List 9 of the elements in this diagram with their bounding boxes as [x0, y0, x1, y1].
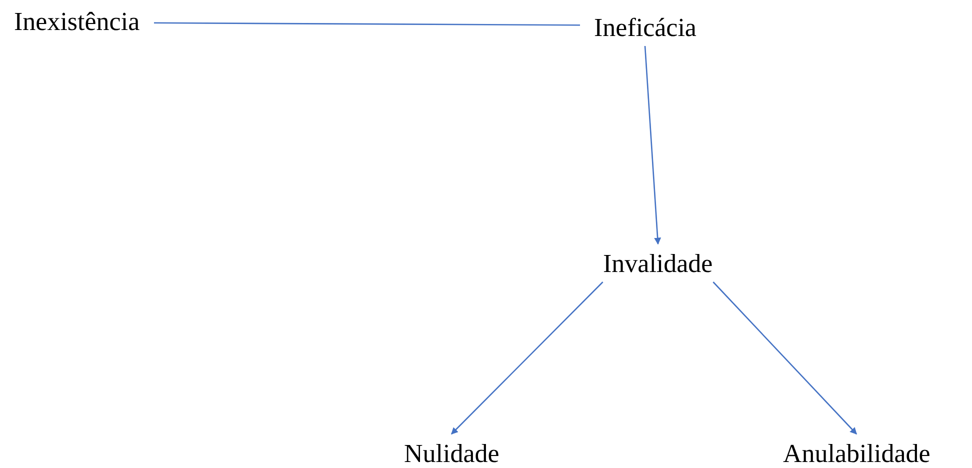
arrow	[712, 282, 857, 434]
term-label: Nulidade	[390, 434, 514, 468]
arrow	[451, 282, 604, 434]
arrow	[644, 46, 662, 245]
term-label: Invalidade	[589, 244, 727, 282]
term-label: Ineficácia	[580, 8, 710, 46]
term-label: Inexistência	[0, 2, 154, 40]
connector-line	[154, 22, 580, 26]
term-label: Anulabilidade	[769, 434, 944, 468]
